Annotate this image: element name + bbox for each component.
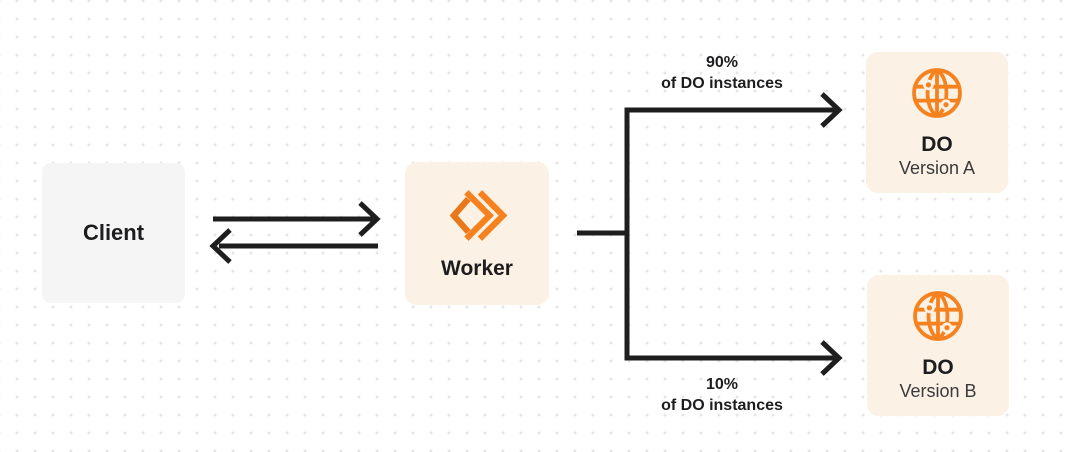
do-a-title: DO: [921, 132, 953, 156]
worker-node: Worker: [405, 162, 549, 305]
do-version-b-node: DO Version B: [867, 275, 1009, 416]
arrowhead-left-icon: [209, 228, 232, 264]
split-top-percentage: 90%: [705, 54, 739, 71]
durable-object-globe-icon: [912, 67, 962, 118]
split-label-top: 90% of DO instances: [602, 52, 842, 94]
split-top-caption: of DO instances: [661, 75, 783, 92]
split-label-bottom: 10% of DO instances: [602, 374, 842, 416]
split-bottom-percentage: 10%: [705, 376, 739, 393]
do-b-subtitle: Version B: [899, 380, 977, 401]
do-version-a-node: DO Version A: [866, 52, 1008, 193]
arrowhead-do-b-icon: [820, 340, 843, 376]
client-node: Client: [42, 163, 185, 303]
branch-split-line: [624, 107, 836, 361]
do-b-title: DO: [922, 355, 954, 379]
do-a-subtitle: Version A: [898, 157, 976, 178]
cloudflare-workers-icon: [449, 190, 507, 241]
arrowhead-do-a-icon: [820, 92, 843, 128]
durable-object-globe-icon: [913, 290, 963, 341]
split-bottom-caption: of DO instances: [661, 397, 783, 414]
client-label: Client: [82, 219, 145, 245]
arrowhead-right-icon: [358, 201, 381, 237]
worker-label: Worker: [441, 256, 513, 280]
